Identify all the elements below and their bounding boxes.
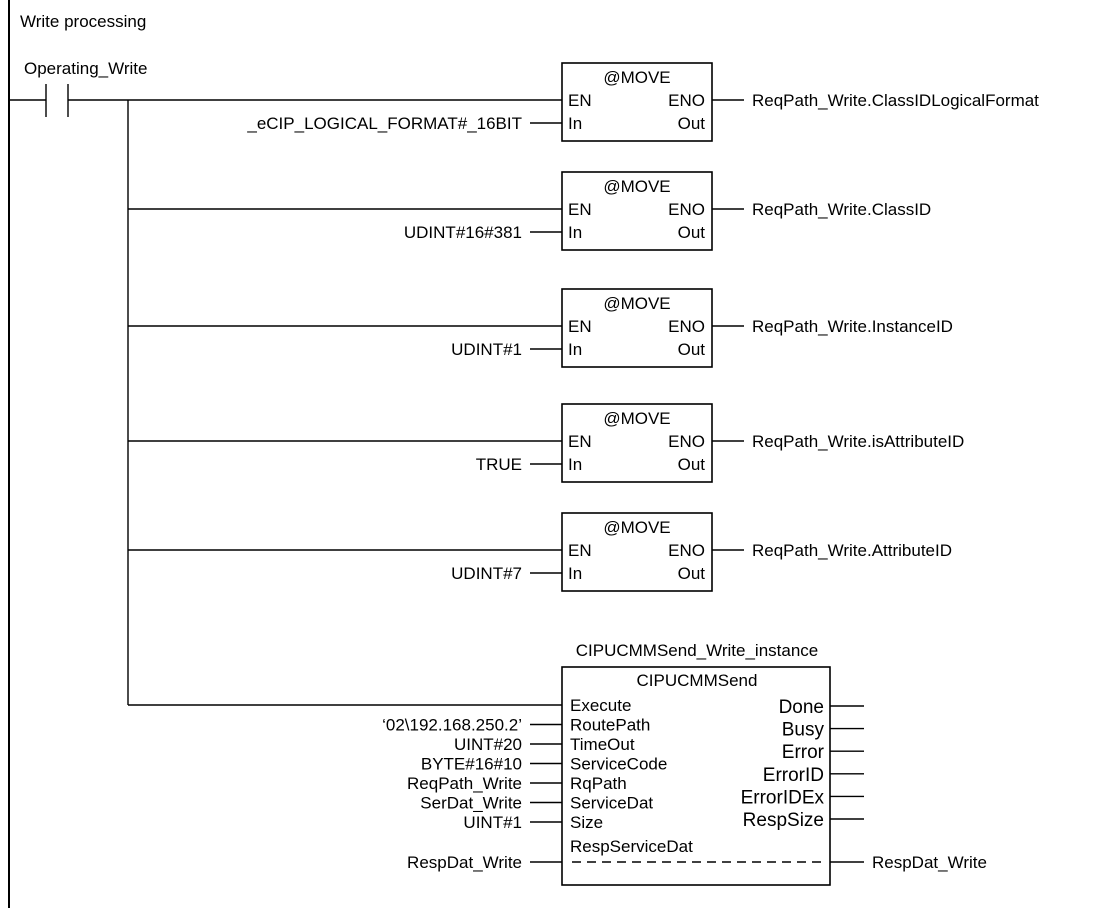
cip-input: RoutePath ‘02\192.168.250.2’ [382, 716, 650, 735]
out-pin: Out [678, 340, 706, 359]
en-pin: EN [568, 91, 592, 110]
cip-input-pin: ServiceDat [570, 794, 653, 813]
cip-output: RespSize [743, 810, 864, 831]
input-value: UDINT#1 [451, 340, 522, 359]
cip-inputs: ExecuteRoutePath‘02\192.168.250.2’TimeOu… [382, 696, 667, 832]
cip-output-pin: ErrorID [763, 765, 824, 786]
instance-name: CIPUCMMSend_Write_instance [576, 641, 819, 660]
output-target: ReqPath_Write.ClassID [752, 200, 931, 219]
input-value: UDINT#16#381 [404, 223, 522, 242]
move-block-name: @MOVE [603, 409, 670, 428]
move-block: @MOVE EN ENO In Out ReqPath_Write.AttributeID… [128, 512, 952, 592]
cip-input-value: ReqPath_Write [407, 774, 522, 793]
cip-input-pin: TimeOut [570, 735, 635, 754]
eno-pin: ENO [668, 541, 705, 560]
cip-output: ErrorID [763, 765, 864, 786]
move-block: @MOVE EN ENO In Out ReqPath_Write.isAttribute… [128, 403, 964, 483]
inout-out-value: RespDat_Write [872, 853, 987, 872]
out-pin: Out [678, 455, 706, 474]
en-pin: EN [568, 200, 592, 219]
inout-pin: RespServiceDat [570, 837, 693, 856]
out-pin: Out [678, 223, 706, 242]
cip-input-pin: Execute [570, 696, 631, 715]
in-pin: In [568, 114, 582, 133]
cip-output-pin: ErrorIDEx [741, 787, 825, 808]
output-target: ReqPath_Write.isAttributeID [752, 432, 964, 451]
output-target: ReqPath_Write.ClassIDLogicalFormat [752, 91, 1039, 110]
eno-pin: ENO [668, 200, 705, 219]
cip-input-value: UINT#1 [463, 813, 522, 832]
input-value: TRUE [476, 455, 522, 474]
cip-input-pin: Size [570, 813, 603, 832]
move-block-name: @MOVE [603, 518, 670, 537]
cipucmmsend-block: CIPUCMMSend_Write_instance CIPUCMMSend E… [127, 624, 987, 886]
cip-output-pin: Error [782, 742, 825, 763]
in-pin: In [568, 455, 582, 474]
cip-input-value: BYTE#16#10 [421, 755, 522, 774]
move-block: @MOVE EN ENO In Out ReqPath_Write.InstanceID U… [128, 288, 953, 368]
cip-output: Error [782, 742, 864, 763]
cip-input: Size UINT#1 [463, 813, 603, 832]
input-value: UDINT#7 [451, 564, 522, 583]
move-block-name: @MOVE [603, 294, 670, 313]
cip-input-value: SerDat_Write [420, 794, 522, 813]
eno-pin: ENO [668, 317, 705, 336]
output-target: ReqPath_Write.InstanceID [752, 317, 953, 336]
rung-title: Write processing [20, 12, 146, 31]
eno-pin: ENO [668, 91, 705, 110]
out-pin: Out [678, 114, 706, 133]
cip-output-pin: RespSize [743, 810, 824, 831]
cip-input: ServiceCode BYTE#16#10 [421, 755, 667, 774]
contact-label: Operating_Write [24, 59, 147, 78]
cip-output-pin: Done [779, 697, 824, 718]
in-pin: In [568, 223, 582, 242]
move-block: @MOVE EN ENO In Out ReqPath_Write.ClassIDLogi… [246, 62, 1039, 142]
move-block-name: @MOVE [603, 177, 670, 196]
in-pin: In [568, 340, 582, 359]
eno-pin: ENO [668, 432, 705, 451]
en-pin: EN [568, 317, 592, 336]
cip-input-pin: RqPath [570, 774, 627, 793]
move-block-name: @MOVE [603, 68, 670, 87]
output-target: ReqPath_Write.AttributeID [752, 541, 952, 560]
cip-output: Busy [782, 720, 864, 741]
in-pin: In [568, 564, 582, 583]
cip-input-pin: RoutePath [570, 716, 650, 735]
cip-input-pin: ServiceCode [570, 755, 667, 774]
cip-output-pin: Busy [782, 720, 825, 741]
cip-input-value: ‘02\192.168.250.2’ [382, 716, 522, 735]
cip-input: TimeOut UINT#20 [454, 735, 635, 754]
cip-input: Execute [570, 696, 631, 715]
cip-input: RqPath ReqPath_Write [407, 774, 627, 793]
cip-output: ErrorIDEx [741, 787, 864, 808]
en-pin: EN [568, 432, 592, 451]
cip-input: ServiceDat SerDat_Write [420, 794, 653, 813]
input-value: _eCIP_LOGICAL_FORMAT#_16BIT [246, 114, 522, 133]
cip-output: Done [779, 697, 864, 718]
out-pin: Out [678, 564, 706, 583]
block-name: CIPUCMMSend [637, 671, 758, 690]
cip-input-value: UINT#20 [454, 735, 522, 754]
normally-open-contact [9, 84, 562, 117]
en-pin: EN [568, 541, 592, 560]
move-block: @MOVE EN ENO In Out ReqPath_Write.ClassID UDIN… [128, 171, 931, 251]
inout-in-value: RespDat_Write [407, 853, 522, 872]
